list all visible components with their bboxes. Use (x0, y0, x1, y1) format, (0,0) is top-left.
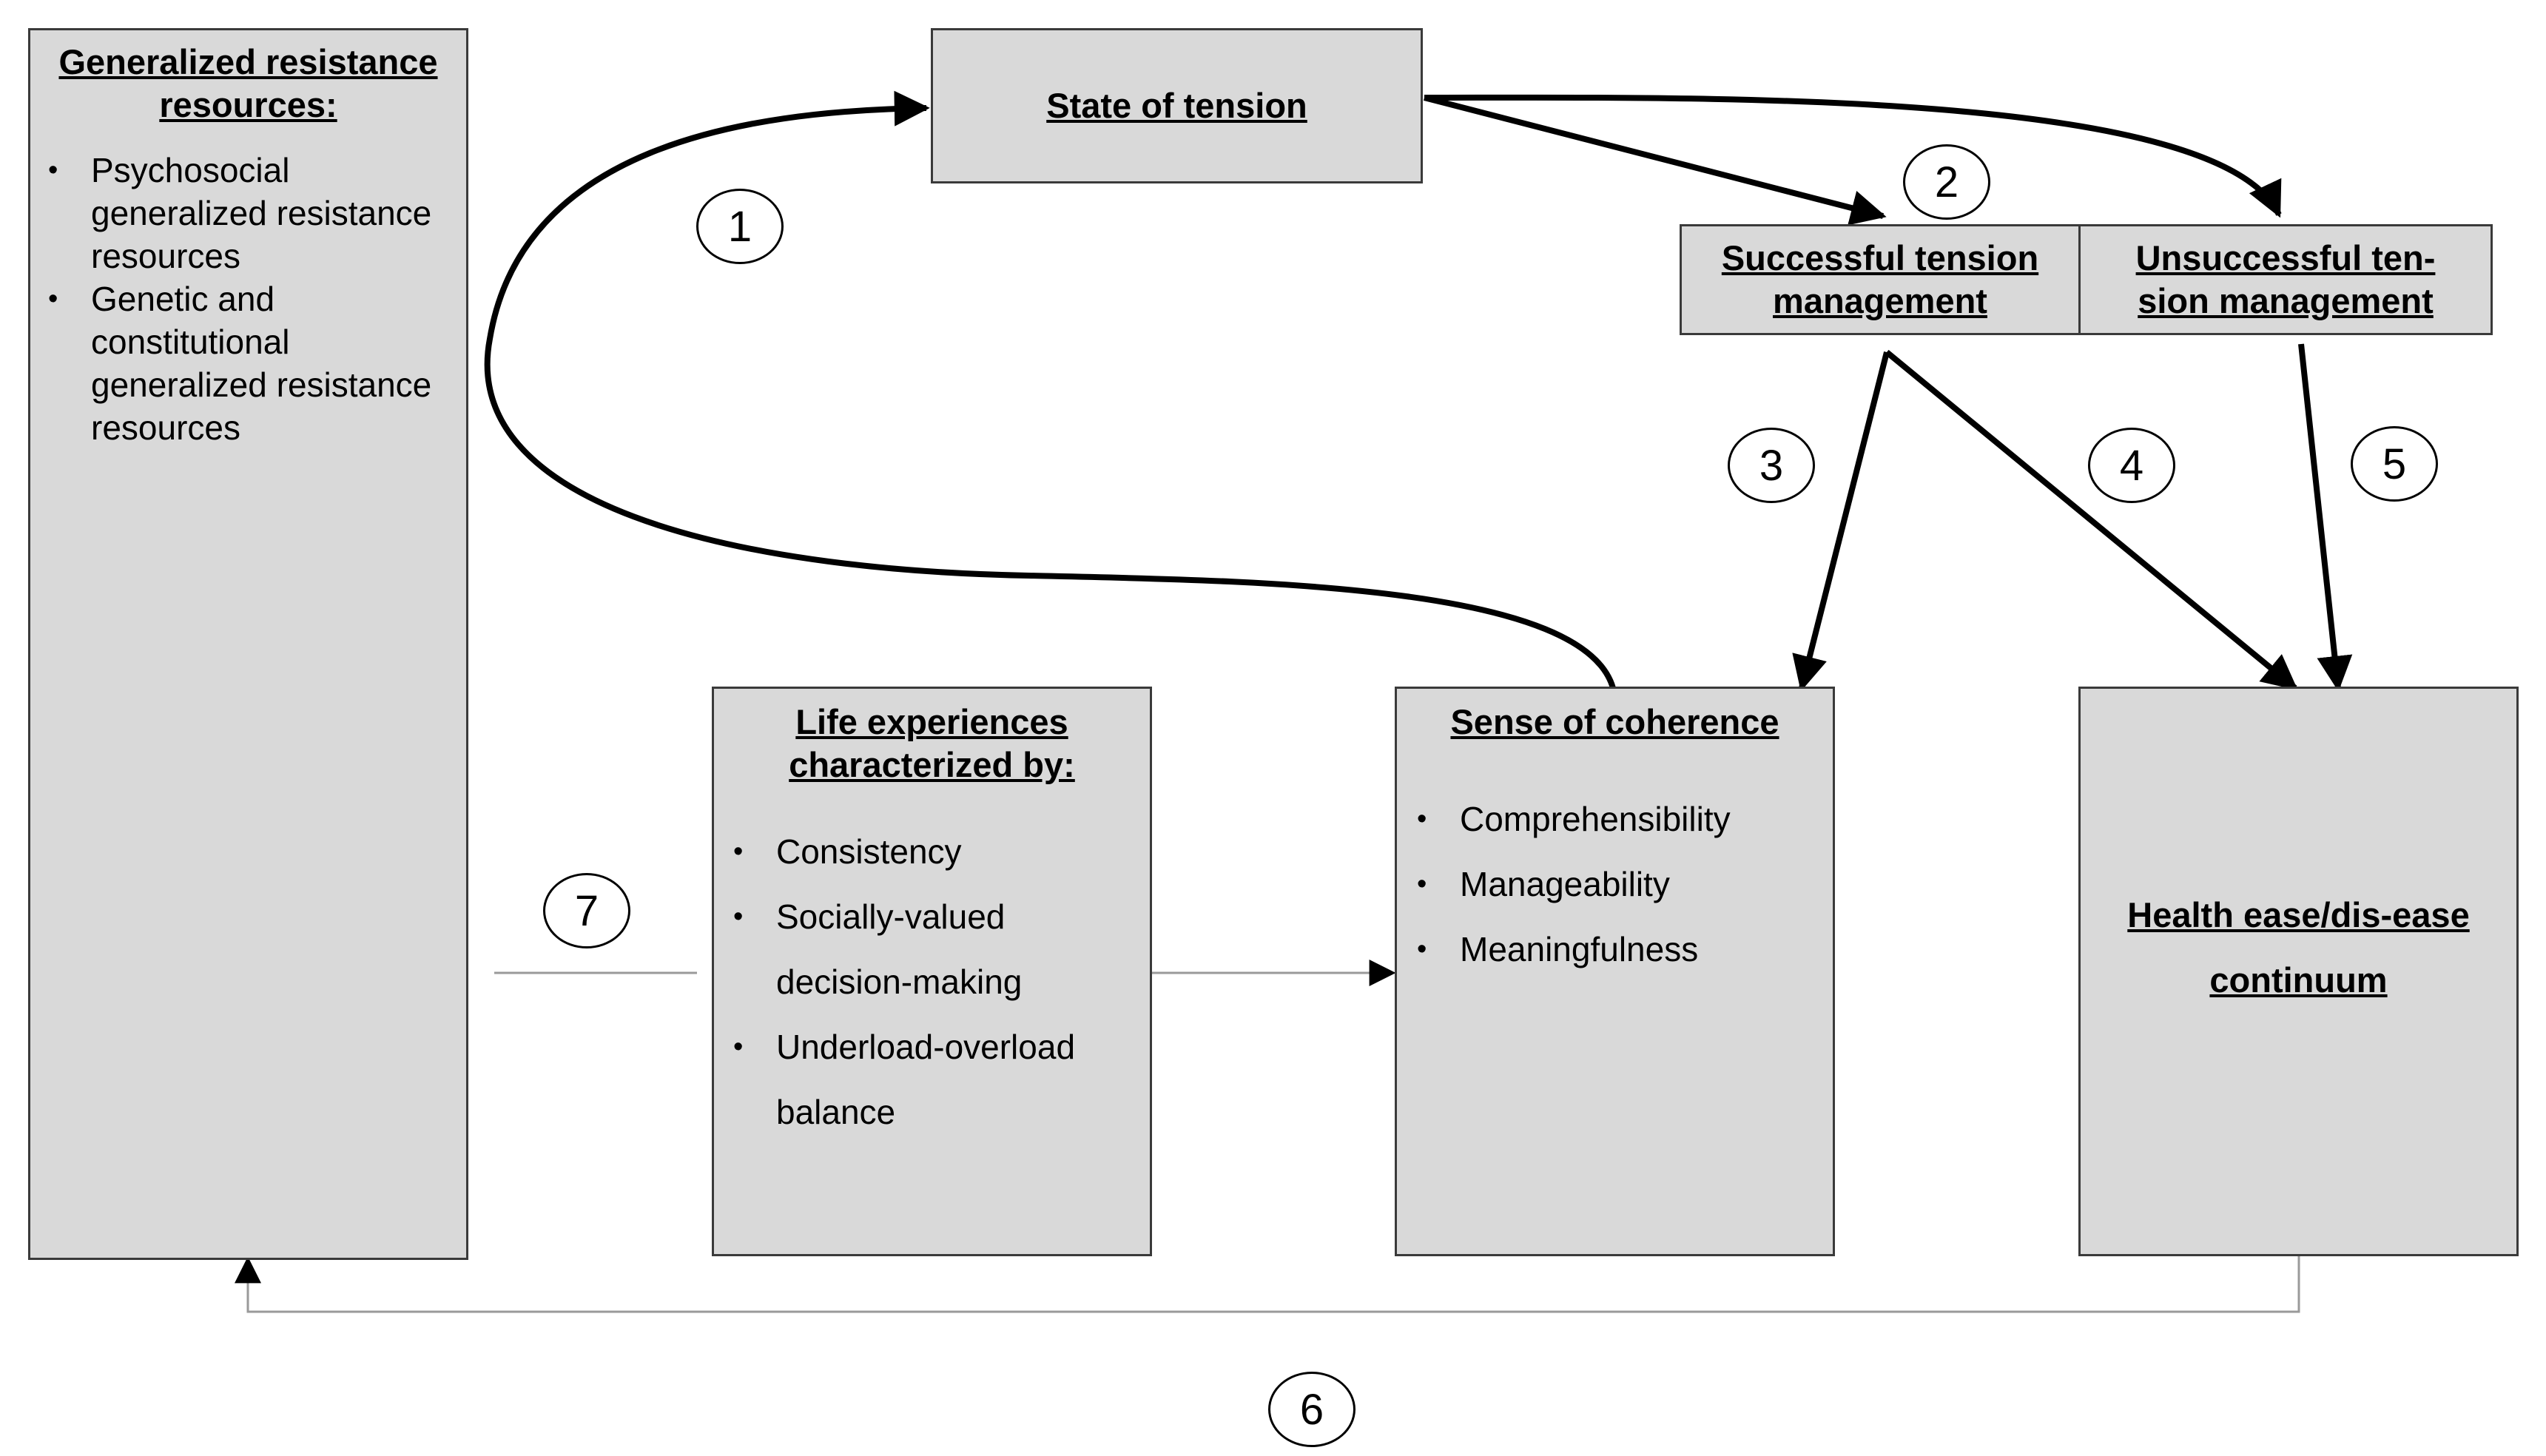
tension-title: State of tension (1046, 86, 1307, 125)
life-item-balance: Underload-overload balance (733, 1014, 1128, 1145)
arrow-4-successful-to-health (1885, 349, 2298, 691)
coherence-list: Comprehensibility Manageability Meaningf… (1397, 786, 1833, 982)
life-experiences-list: Consistency Socially-valued decision-mak… (714, 819, 1150, 1145)
step-circle-3: 3 (1728, 428, 1815, 503)
tension-box: State of tension (931, 28, 1423, 183)
health-box: Health ease/dis-ease continuum (2078, 687, 2519, 1256)
life-experiences-box: Life experiences characterized by: Consi… (712, 687, 1152, 1256)
life-item-decision-making: Socially-valued decision-making (733, 884, 1128, 1014)
successful-box: Successful tension management (1680, 224, 2081, 335)
life-item-consistency: Consistency (733, 819, 1128, 884)
grr-item-genetic: Genetic and constitutional generalized r… (48, 277, 437, 449)
step-circle-2: 2 (1903, 144, 1990, 220)
arrow-1-coherence-to-tension (484, 90, 1616, 690)
coherence-title: Sense of coherence (1450, 702, 1779, 741)
life-experiences-title: Life experiences characterized by: (789, 702, 1075, 784)
coherence-item-comprehensibility: Comprehensibility (1417, 786, 1833, 852)
step-circle-1: 1 (696, 189, 784, 264)
arrow-3-successful-to-coherence (1792, 351, 1890, 692)
grr-title: Generalized resistance resources: (58, 42, 438, 124)
step-circle-4: 4 (2088, 428, 2175, 503)
arrow-2-tension-to-unsuccessful (1424, 94, 2282, 218)
step-circle-7: 7 (543, 873, 630, 948)
arrow-2-tension-to-successful (1424, 95, 1887, 226)
successful-title: Successful tension management (1721, 238, 2039, 320)
step-circle-5: 5 (2351, 426, 2438, 502)
arrow-6-health-to-resources (235, 1254, 2300, 1313)
unsuccessful-title: Unsuccessful ten-sion management (2135, 238, 2436, 320)
coherence-item-meaningfulness: Meaningfulness (1417, 917, 1833, 982)
coherence-item-manageability: Manageability (1417, 852, 1833, 917)
arrow-5-unsuccessful-to-health (2298, 343, 2353, 692)
grr-list: Psychosocial generalized resistance reso… (30, 149, 466, 449)
grr-item-psychosocial: Psychosocial generalized resistance reso… (48, 149, 437, 277)
coherence-box: Sense of coherence Comprehensibility Man… (1395, 687, 1835, 1256)
step-circle-6: 6 (1268, 1372, 1355, 1447)
unsuccessful-box: Unsuccessful ten-sion management (2078, 224, 2493, 335)
health-title: Health ease/dis-ease continuum (2127, 895, 2470, 1000)
grr-box: Generalized resistance resources: Psycho… (28, 28, 468, 1260)
